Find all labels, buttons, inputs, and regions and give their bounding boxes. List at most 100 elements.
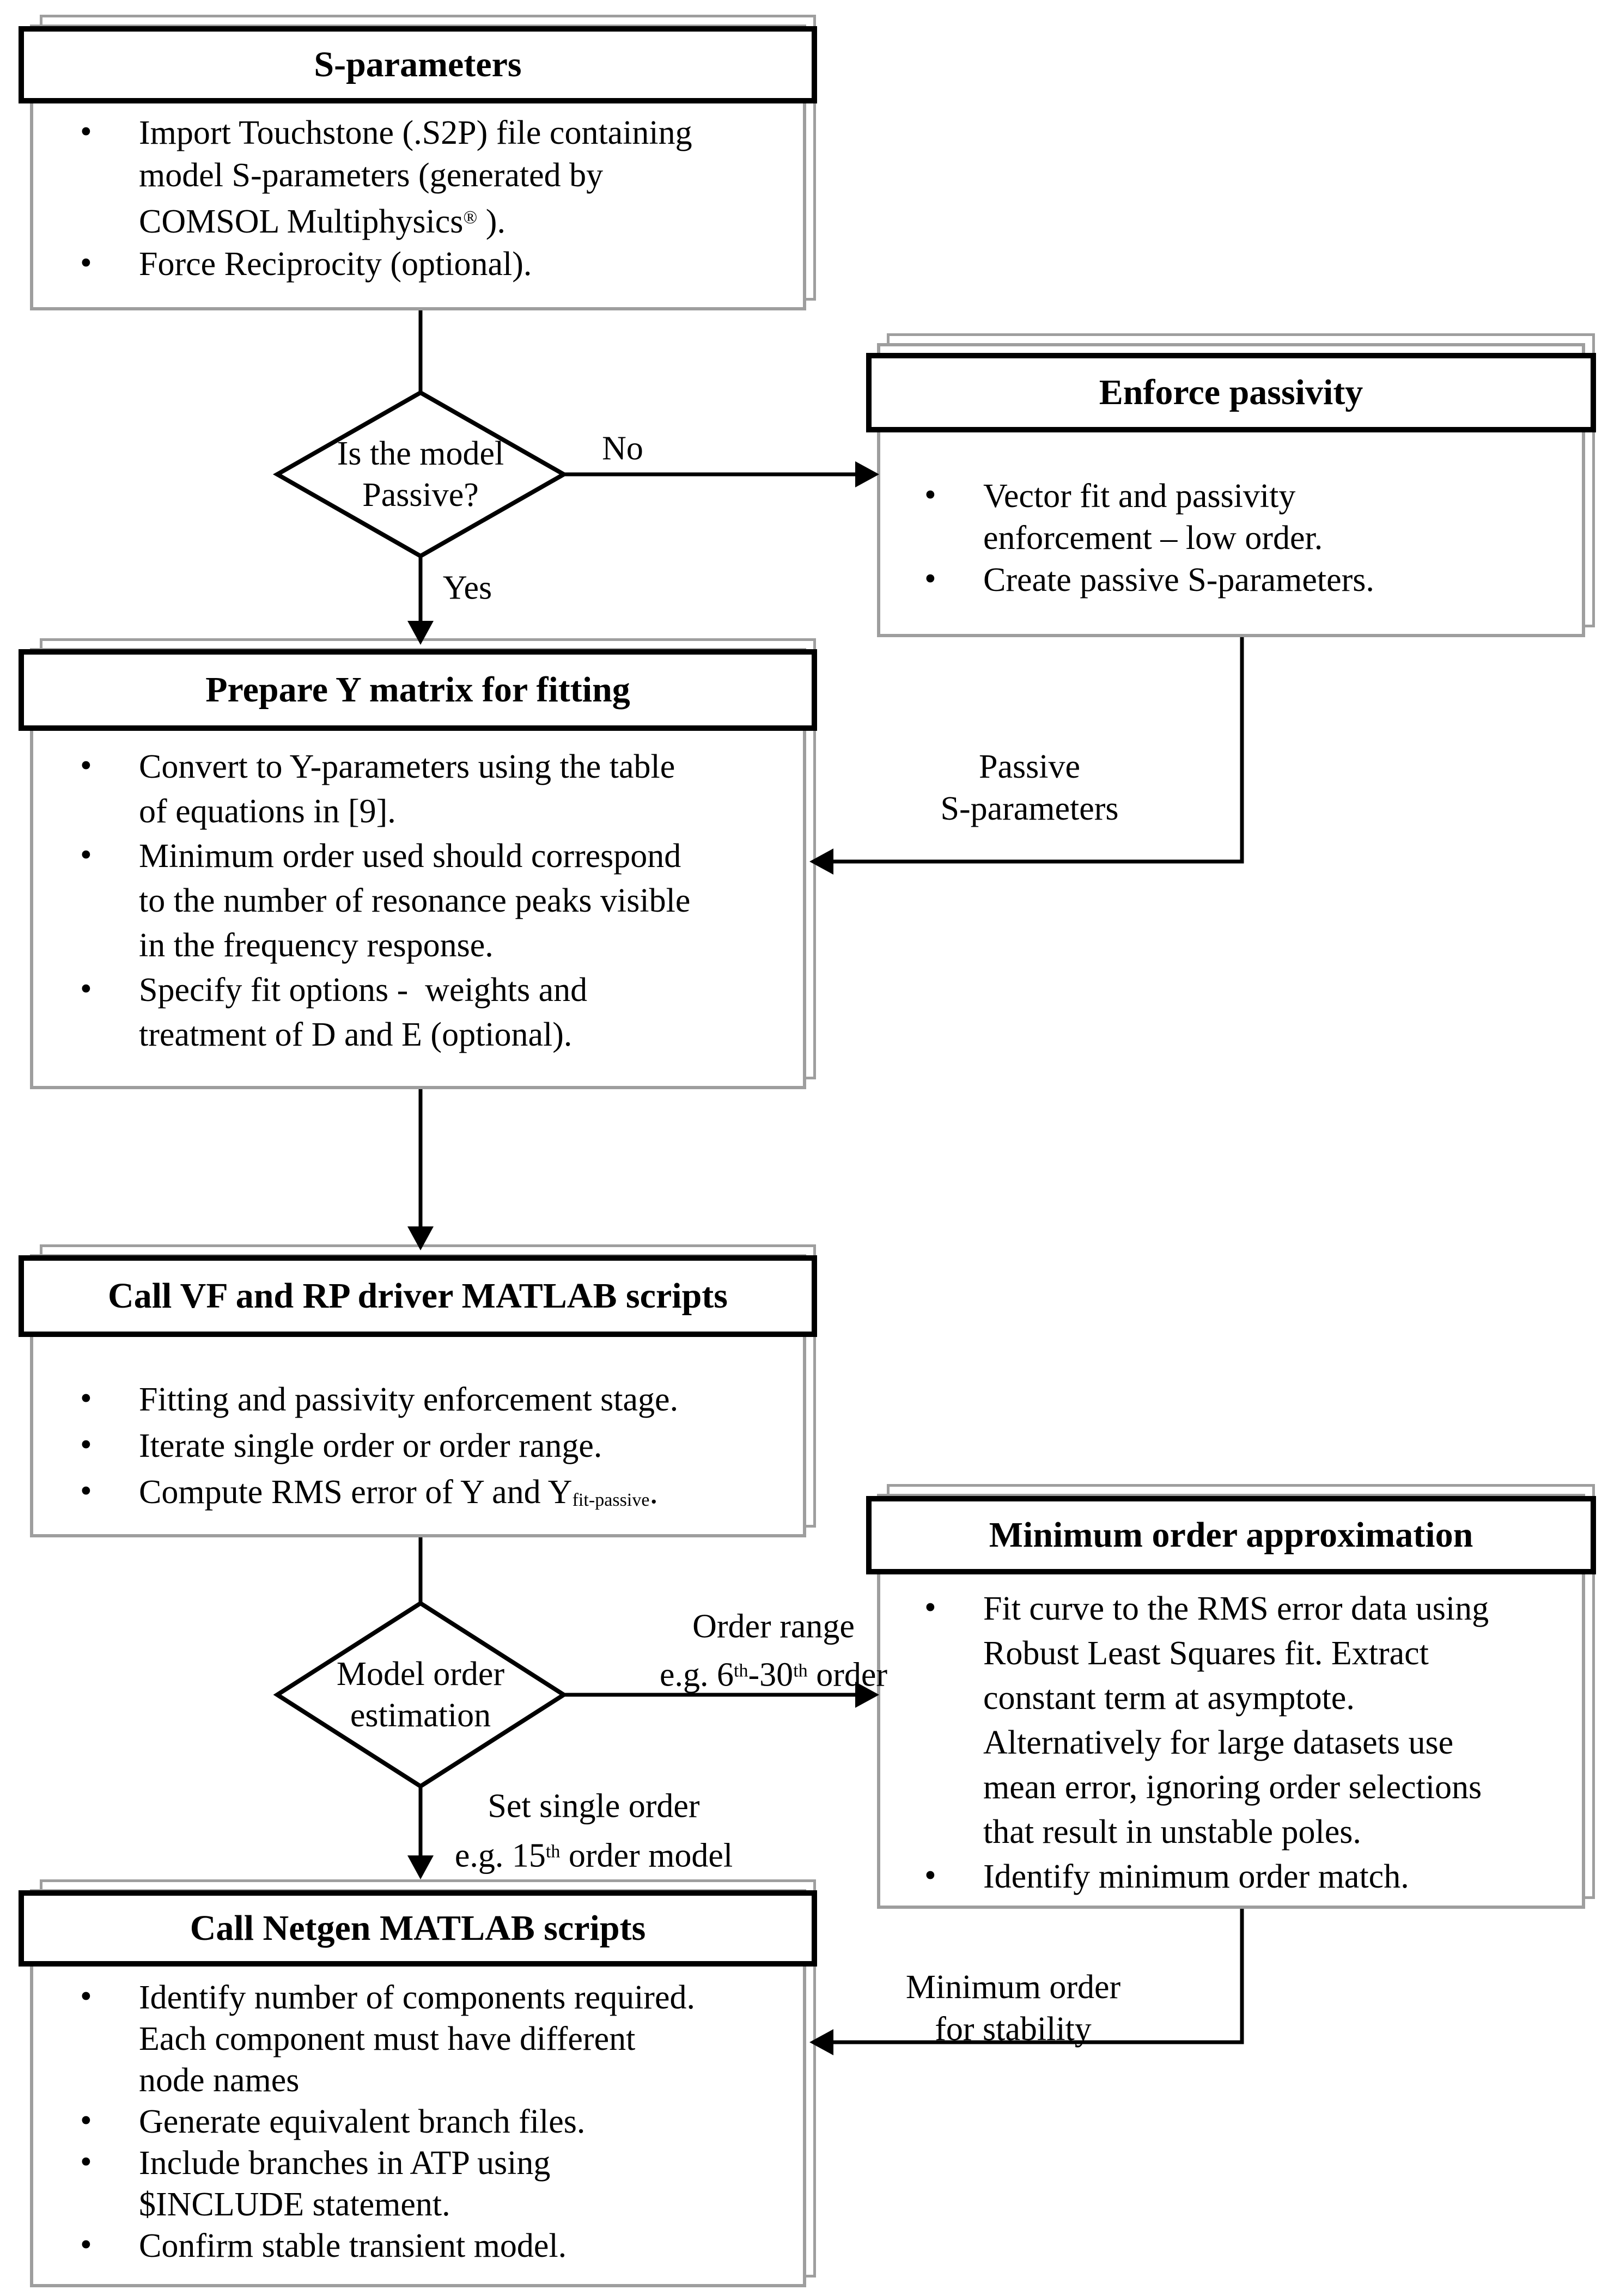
- sparams-box-header: S-parameters: [19, 26, 817, 103]
- bullet-line: • Compute RMS error of Y and Yfit-passive…: [80, 1469, 678, 1523]
- text-segment: -30: [748, 1656, 794, 1694]
- bullet-dot: •: [80, 747, 92, 784]
- bullet-line: $INCLUDE statement.: [139, 2186, 450, 2223]
- bullet-line: •Identify minimum order match.: [924, 1854, 1489, 1899]
- label-line: S-parameters: [940, 790, 1119, 827]
- superscript: ®: [463, 207, 478, 228]
- call-vf-box-bullets: •Fitting and passivity enforcement stage…: [80, 1377, 678, 1523]
- label-line: Minimum order: [905, 1969, 1121, 2006]
- decision-model-order-label: Model order estimation: [337, 1653, 504, 1736]
- sparams-box-bullets: •Import Touchstone (.S2P) file containin…: [80, 112, 692, 285]
- bullet-line: •Vector fit and passivity: [924, 475, 1374, 517]
- bullet-dot: •: [80, 1380, 92, 1417]
- label-line: for stability: [935, 2011, 1092, 2048]
- bullet-line: constant term at asymptote.: [983, 1680, 1355, 1717]
- edge-label-yes: Yes: [442, 569, 492, 607]
- text-segment: Compute RMS error of Y and Y: [139, 1474, 572, 1511]
- prepare-y-box-bullets: •Convert to Y-parameters using the table…: [80, 744, 691, 1057]
- label-line: e.g. 6th-30th order: [660, 1648, 887, 1697]
- bullet-dot: •: [80, 2144, 92, 2181]
- call-netgen-box-title: Call Netgen MATLAB scripts: [190, 1908, 646, 1948]
- bullet-dot: •: [80, 836, 92, 874]
- superscript: th: [793, 1660, 808, 1681]
- bullet-line: •Fit curve to the RMS error data using: [924, 1586, 1489, 1631]
- call-netgen-box-bullets: •Identify number of components required.…: [80, 1977, 695, 2267]
- text-segment: order: [807, 1656, 888, 1694]
- min-order-approx-box-header: Minimum order approximation: [866, 1496, 1596, 1574]
- bullet-line: treatment of D and E (optional).: [139, 1016, 572, 1053]
- bullet-line: in the frequency response.: [139, 927, 494, 964]
- text-segment: ).: [477, 203, 505, 241]
- bullet-line: •Iterate single order or order range.: [80, 1423, 678, 1469]
- bullet-line: •Generate equivalent branch files.: [80, 2101, 695, 2142]
- label-line: Model order: [336, 1656, 505, 1693]
- bullet-dot: •: [924, 560, 936, 597]
- bullet-line: mean error, ignoring order selections: [983, 1769, 1482, 1806]
- sparams-box-title: S-parameters: [314, 45, 522, 84]
- bullet-dot: •: [80, 1473, 92, 1510]
- bullet-line: •Confirm stable transient model.: [80, 2225, 695, 2267]
- call-netgen-box-header: Call Netgen MATLAB scripts: [19, 1890, 817, 1967]
- bullet-line: •Specify fit options - weights and: [80, 968, 690, 1012]
- bullet-line: Each component must have different: [139, 2020, 636, 2057]
- superscript: th: [734, 1660, 748, 1681]
- bullet-dot: •: [80, 245, 92, 282]
- bullet-line: •Include branches in ATP using: [80, 2142, 695, 2184]
- bullet-line: that result in unstable poles.: [983, 1813, 1361, 1851]
- bullet-line: of equations in [9].: [139, 793, 396, 830]
- bullet-dot: •: [80, 113, 92, 150]
- edge-label-min-order-stability: Minimum order for stability: [906, 1967, 1120, 2050]
- bullet-line: Alternatively for large datasets use: [983, 1724, 1454, 1761]
- bullet-line: model S-parameters (generated by: [139, 157, 604, 194]
- bullet-dot: •: [80, 2226, 92, 2263]
- bullet-line: Robust Least Squares fit. Extract: [983, 1635, 1429, 1672]
- label-line: Is the model: [337, 435, 504, 472]
- label-line: Order range: [692, 1608, 855, 1645]
- label-line: Passive?: [362, 477, 479, 514]
- bullet-dot: •: [80, 1426, 92, 1463]
- text-segment: e.g. 6: [659, 1656, 734, 1694]
- prepare-y-box-title: Prepare Y matrix for fitting: [205, 670, 630, 710]
- bullet-line: •Import Touchstone (.S2P) file containin…: [80, 112, 692, 154]
- bullet-line: •Identify number of components required.: [80, 1977, 695, 2018]
- arrowhead-to-netgen: [407, 1855, 434, 1879]
- text-segment: .: [649, 1474, 659, 1511]
- call-vf-box-header: Call VF and RP driver MATLAB scripts: [19, 1255, 817, 1337]
- label-line: Passive: [978, 748, 1080, 785]
- min-order-approx-box-title: Minimum order approximation: [989, 1515, 1473, 1555]
- bullet-line: COMSOL Multiphysics® ).: [139, 197, 692, 243]
- call-vf-box-title: Call VF and RP driver MATLAB scripts: [108, 1276, 728, 1316]
- text-segment: order model: [560, 1837, 733, 1874]
- bullet-dot: •: [80, 1978, 92, 2015]
- text-segment: e.g. 15: [454, 1837, 546, 1874]
- text-segment: COMSOL Multiphysics: [139, 203, 464, 241]
- bullet-line: node names: [139, 2062, 300, 2099]
- bullet-dot: •: [80, 970, 92, 1007]
- bullet-line: •Fitting and passivity enforcement stage…: [80, 1377, 678, 1423]
- bullet-line: •Minimum order used should correspond: [80, 834, 690, 878]
- bullet-line: •Create passive S-parameters.: [924, 559, 1374, 601]
- subscript: fit-passive: [572, 1490, 650, 1511]
- label-line: estimation: [350, 1697, 491, 1734]
- enforce-passivity-box-title: Enforce passivity: [1099, 373, 1363, 412]
- bullet-dot: •: [924, 1589, 936, 1626]
- bullet-line: •Force Reciprocity (optional).: [80, 243, 692, 285]
- bullet-dot: •: [924, 1857, 936, 1894]
- bullet-line: •Convert to Y-parameters using the table: [80, 744, 690, 789]
- bullet-line: to the number of resonance peaks visible: [139, 882, 691, 919]
- enforce-passivity-box-header: Enforce passivity: [866, 353, 1596, 432]
- edge-label-single-order: Set single order e.g. 15th order model: [455, 1783, 733, 1878]
- edge-label-no: No: [602, 430, 643, 467]
- label-line: Set single order: [488, 1787, 700, 1825]
- bullet-line: enforcement – low order.: [983, 520, 1323, 557]
- arrowhead-no-branch: [855, 461, 879, 487]
- label-line: e.g. 15th order model: [455, 1829, 733, 1878]
- bullet-dot: •: [924, 477, 936, 514]
- prepare-y-box-header: Prepare Y matrix for fitting: [19, 649, 817, 731]
- superscript: th: [545, 1841, 561, 1862]
- bullet-dot: •: [80, 2102, 92, 2139]
